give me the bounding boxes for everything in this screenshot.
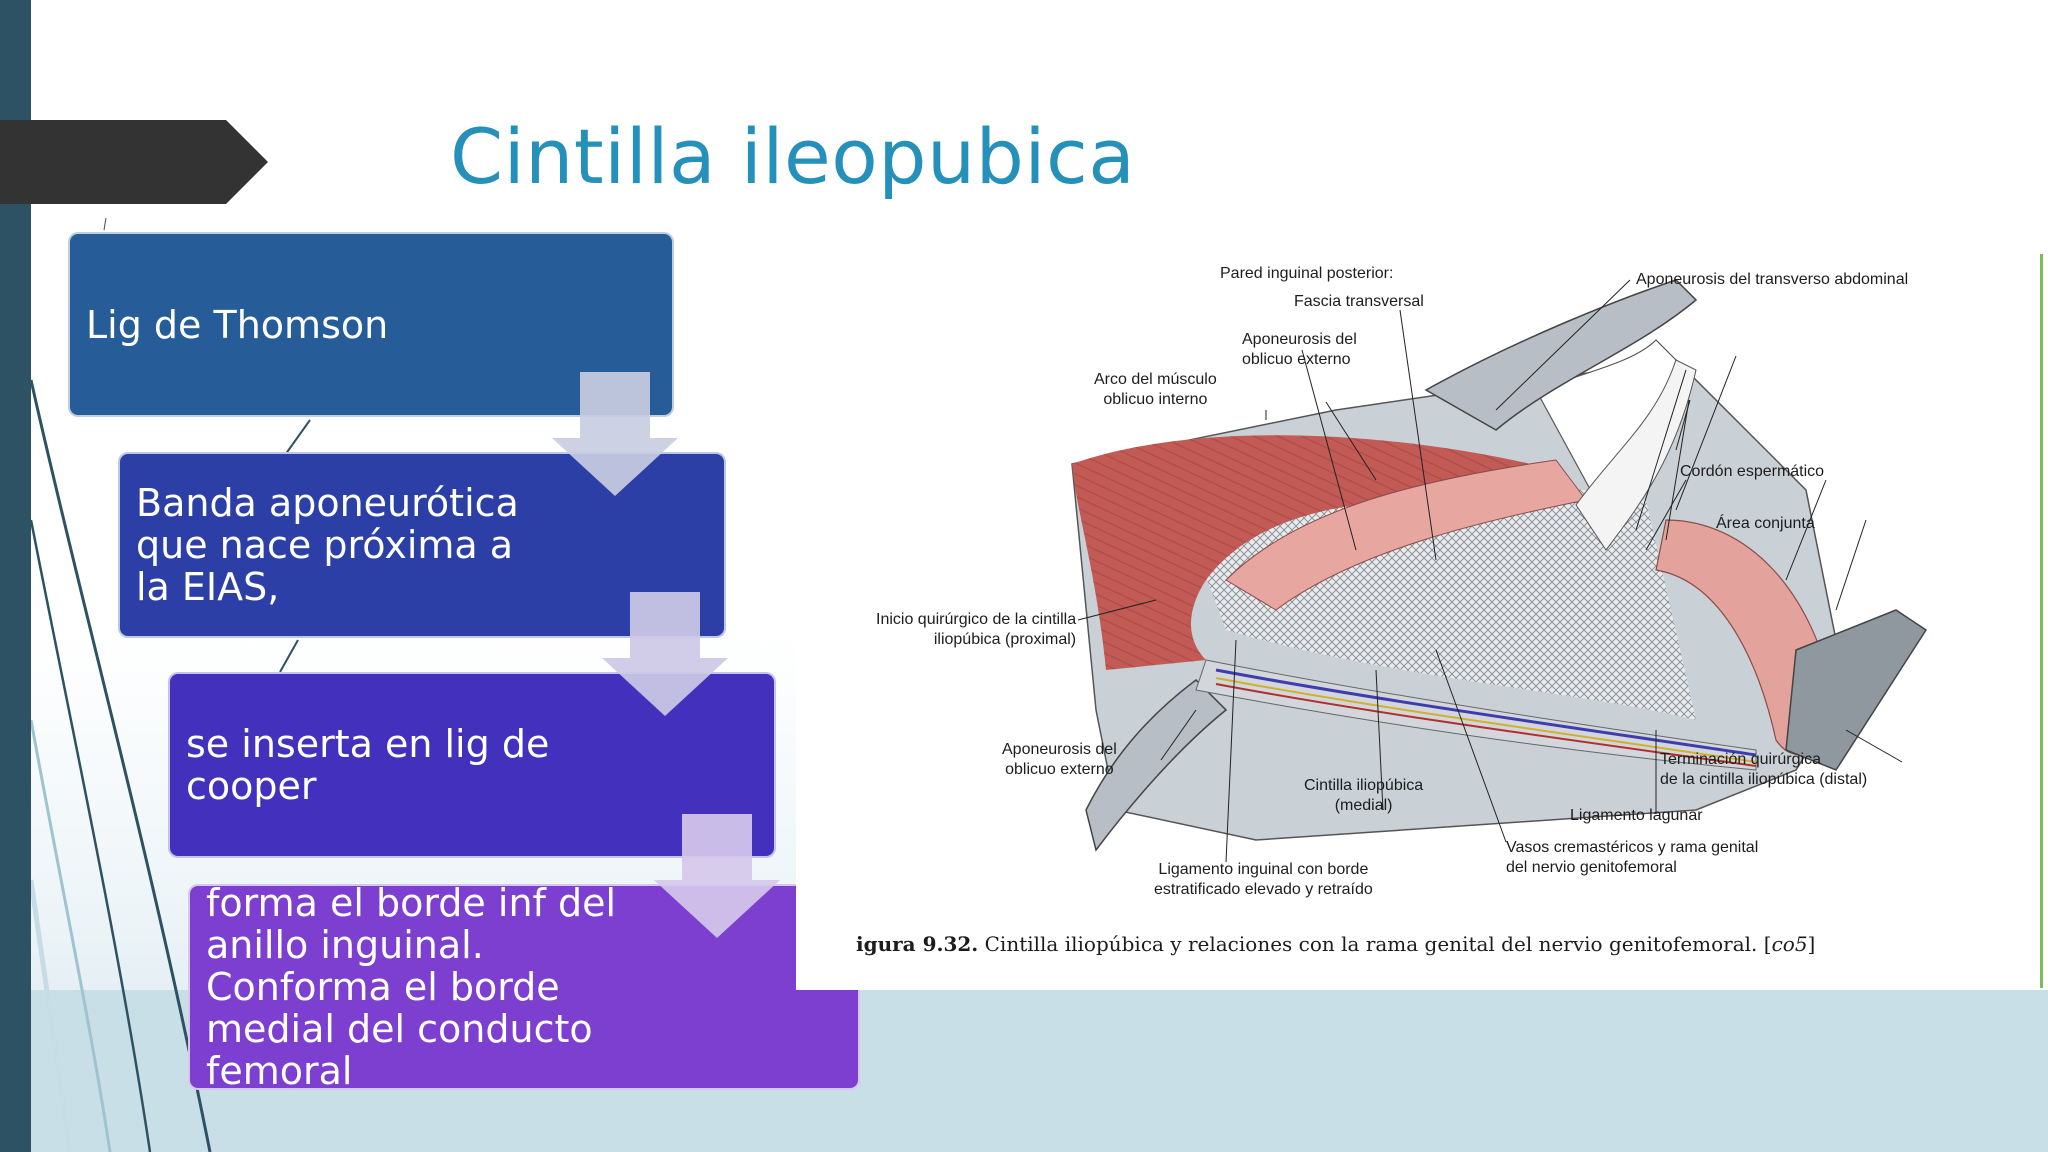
label-arco-oblicuo-interno: Arco del músculo oblicuo interno bbox=[1094, 371, 1217, 408]
process-step-3-text: se inserta en lig de cooper bbox=[186, 722, 550, 808]
label-cintilla-medial: Cintilla iliopúbica (medial) bbox=[1304, 777, 1424, 814]
label-pared-inguinal: Pared inguinal posterior: bbox=[1220, 265, 1394, 282]
figure-edge-line bbox=[2040, 254, 2043, 988]
caption-ref: co5 bbox=[1771, 932, 1808, 956]
label-inicio-quirurgico: Inicio quirúrgico de la cintilla iliopúb… bbox=[876, 611, 1077, 648]
figure-caption: igura 9.32. Cintilla iliopúbica y relaci… bbox=[856, 932, 1815, 956]
title-tab-shape bbox=[0, 120, 268, 204]
process-step-4-text: forma el borde inf del anillo inguinal. … bbox=[206, 881, 617, 1093]
label-terminacion-quirurgica: Terminación quirúrgica de la cintilla il… bbox=[1660, 751, 1868, 788]
process-step-1-text: Lig de Thomson bbox=[86, 302, 389, 347]
process-step-4: forma el borde inf del anillo inguinal. … bbox=[188, 881, 860, 1093]
slide-title: Cintilla ileopubica bbox=[450, 112, 1136, 201]
label-cordon-espermatico: Cordón espermático bbox=[1680, 463, 1825, 480]
anatomy-figure: Pared inguinal posterior: Fascia transve… bbox=[796, 250, 2048, 990]
process-step-1: Lig de Thomson bbox=[68, 232, 674, 417]
label-ligamento-lagunar: Ligamento lagunar bbox=[1570, 807, 1703, 824]
caption-text: Cintilla iliopúbica y relaciones con la … bbox=[978, 932, 1772, 956]
label-vasos-cremastericos: Vasos cremastéricos y rama genital del n… bbox=[1506, 839, 1759, 876]
caption-prefix: igura 9.32. bbox=[856, 932, 979, 956]
label-fascia-transversal: Fascia transversal bbox=[1294, 293, 1424, 310]
down-arrow-icon bbox=[602, 592, 728, 716]
label-aponeurosis-oblicuo-externo-top: Aponeurosis del oblicuo externo bbox=[1242, 331, 1357, 368]
label-ligamento-inguinal: Ligamento inguinal con borde estratifica… bbox=[1154, 861, 1373, 898]
down-arrow-icon bbox=[552, 372, 678, 496]
label-area-conjunta: Área conjunta bbox=[1716, 515, 1815, 532]
label-aponeurosis-transverso: Aponeurosis del transverso abdominal bbox=[1636, 271, 1909, 288]
process-step-2-text: Banda aponeurótica que nace próxima a la… bbox=[136, 481, 519, 609]
caption-suffix: ] bbox=[1807, 932, 1816, 956]
label-aponeurosis-oblicuo-externo-bottom: Aponeurosis del oblicuo externo bbox=[1002, 741, 1117, 778]
down-arrow-icon bbox=[654, 814, 780, 938]
anatomy-illustration bbox=[1071, 279, 1928, 863]
